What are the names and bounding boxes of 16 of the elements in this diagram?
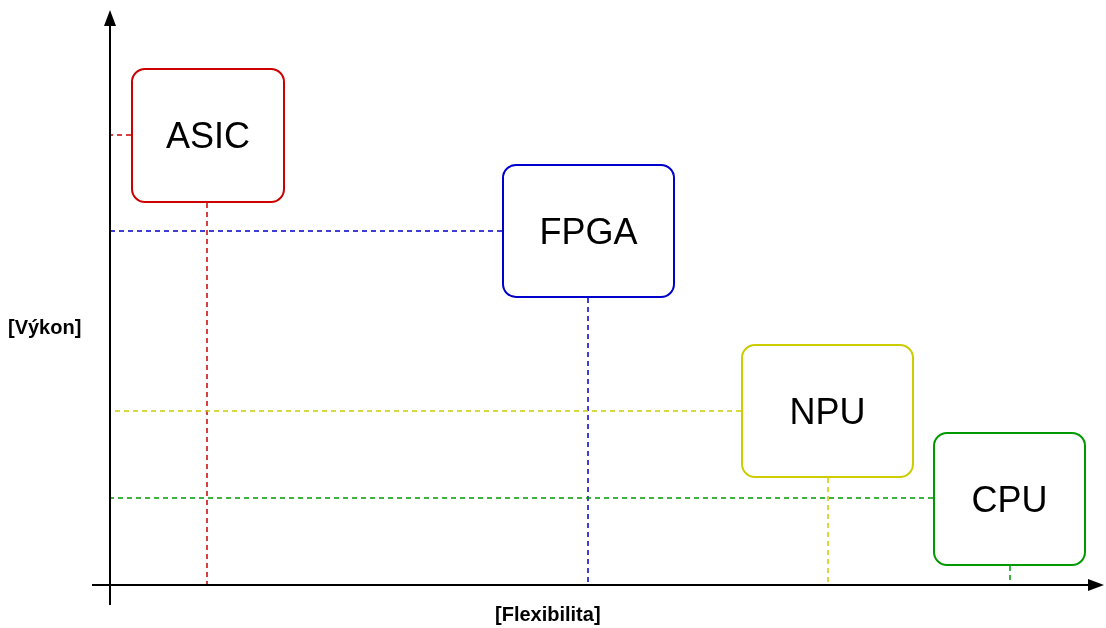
process-box: [741, 344, 914, 478]
leader-line: [587, 297, 589, 585]
box-label: FPGA: [539, 209, 638, 254]
box-label: CPU: [971, 477, 1048, 522]
leader-line: [110, 230, 503, 232]
process-box: [933, 432, 1086, 566]
leader-line: [827, 477, 829, 585]
leader-line: [110, 134, 132, 136]
axis-title: [Výkon]: [8, 315, 82, 340]
process-box: [502, 164, 675, 298]
axis-title: [Flexibilita]: [495, 602, 601, 627]
leader-line: [110, 497, 934, 499]
leader-line: [206, 202, 208, 585]
box-label: NPU: [789, 389, 866, 434]
box-label: ASIC: [166, 114, 250, 158]
process-box: [131, 68, 285, 203]
